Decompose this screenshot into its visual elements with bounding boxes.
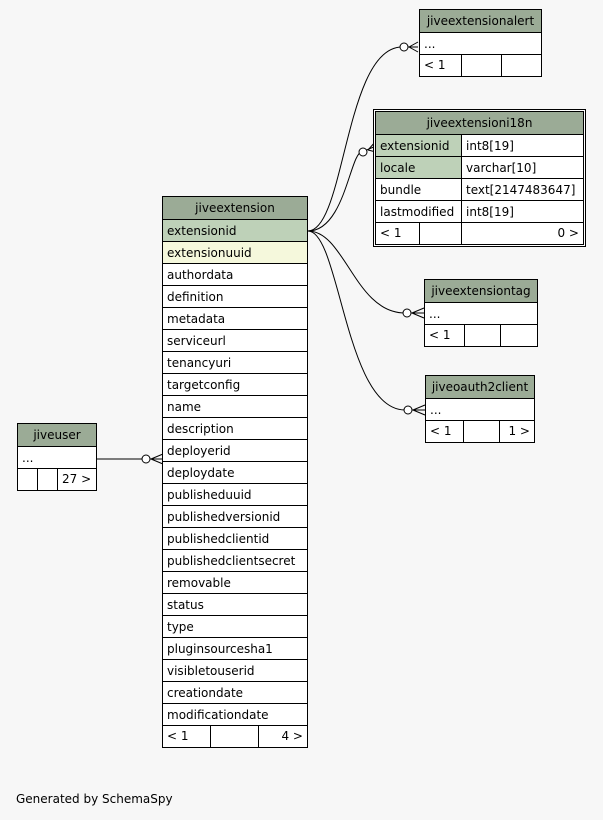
- table-row: status: [163, 594, 307, 616]
- table-jiveextensionalert[interactable]: jiveextensionalert ... < 1: [419, 9, 542, 77]
- column-name: bundle: [376, 179, 462, 200]
- table-row: removable: [163, 572, 307, 594]
- table-row: publishedclientid: [163, 528, 307, 550]
- footer-columns: [211, 726, 259, 747]
- table-row: publishedversionid: [163, 506, 307, 528]
- table-row: authordata: [163, 264, 307, 286]
- footer-columns: [465, 325, 501, 346]
- footer-parents: < 1: [426, 421, 464, 442]
- footer-columns: [464, 421, 500, 442]
- column-name: extensionid: [376, 135, 462, 156]
- table-row: bundle text[2147483647]: [376, 179, 583, 201]
- table-title: jiveextensiontag: [425, 280, 537, 303]
- footer-parents: < 1: [376, 223, 420, 244]
- table-row: ...: [425, 303, 537, 325]
- crowfoot-alert-circle: [399, 42, 409, 52]
- table-row: metadata: [163, 308, 307, 330]
- crowfoot-alert: [408, 41, 419, 53]
- table-row: targetconfig: [163, 374, 307, 396]
- table-row: type: [163, 616, 307, 638]
- table-row: ...: [426, 399, 534, 421]
- table-footer: < 1: [425, 325, 537, 346]
- table-jiveuser[interactable]: jiveuser ... 27 >: [17, 423, 97, 491]
- rel-extensionalert: [307, 46, 418, 232]
- table-footer: < 1: [420, 55, 541, 76]
- footer-parents: < 1: [163, 726, 211, 747]
- table-row: lastmodified int8[19]: [376, 201, 583, 223]
- crowfoot-oauth-circle: [403, 405, 413, 415]
- crowfoot-tag-circle: [402, 308, 412, 318]
- table-title: jiveextensioni18n: [376, 112, 583, 135]
- table-row: deployerid: [163, 440, 307, 462]
- footer-children: 27 >: [62, 472, 92, 486]
- footer-parents: [18, 469, 38, 490]
- table-row: extensionuuid: [163, 242, 307, 264]
- column-name: locale: [376, 157, 462, 178]
- footer-children: 1 >: [508, 424, 530, 438]
- table-row: deploydate: [163, 462, 307, 484]
- crowfoot-oauth: [412, 404, 426, 416]
- table-row: serviceurl: [163, 330, 307, 352]
- table-row: extensionid int8[19]: [376, 135, 583, 157]
- table-title: jiveextension: [163, 197, 307, 220]
- column-type: varchar[10]: [466, 161, 537, 175]
- table-footer: 27 >: [18, 469, 96, 490]
- table-title: jiveoauth2client: [426, 376, 534, 399]
- table-title: jiveextensionalert: [420, 10, 541, 33]
- footer-columns: [420, 223, 462, 244]
- table-row: definition: [163, 286, 307, 308]
- table-row: description: [163, 418, 307, 440]
- footer-children: 4 >: [281, 729, 303, 743]
- table-row: publishedclientsecret: [163, 550, 307, 572]
- footer-parents: < 1: [425, 325, 465, 346]
- table-row: extensionid: [163, 220, 307, 242]
- table-jiveextensiontag[interactable]: jiveextensiontag ... < 1: [424, 279, 538, 347]
- table-row: publisheduuid: [163, 484, 307, 506]
- column-type: int8[19]: [466, 205, 514, 219]
- footer-children: [501, 325, 537, 346]
- footer-columns: [462, 55, 502, 76]
- rel-extensiontag: [307, 230, 424, 314]
- column-name: lastmodified: [376, 201, 462, 222]
- table-jiveoauth2client[interactable]: jiveoauth2client ... < 1 1 >: [425, 375, 535, 443]
- table-row: ...: [18, 447, 96, 469]
- table-row: ...: [420, 33, 541, 55]
- caption: Generated by SchemaSpy: [16, 792, 173, 806]
- crowfoot-tag: [411, 307, 425, 319]
- table-row: creationdate: [163, 682, 307, 704]
- table-row: visibletouserid: [163, 660, 307, 682]
- table-row: pluginsourcesha1: [163, 638, 307, 660]
- crowfoot-user: [150, 453, 164, 465]
- table-footer: < 1 0 >: [376, 223, 583, 244]
- footer-columns: [38, 469, 58, 490]
- column-type: text[2147483647]: [466, 183, 576, 197]
- rel-extensioni18n: [307, 145, 377, 232]
- table-footer: < 1 1 >: [426, 421, 534, 442]
- table-row: name: [163, 396, 307, 418]
- crowfoot-i18n-circle: [358, 147, 368, 157]
- table-row: modificationdate: [163, 704, 307, 726]
- crowfoot-user-circle: [141, 454, 151, 464]
- footer-parents: < 1: [420, 55, 462, 76]
- column-type: int8[19]: [466, 139, 514, 153]
- table-title: jiveuser: [18, 424, 96, 447]
- table-footer: < 1 4 >: [163, 726, 307, 747]
- table-row: locale varchar[10]: [376, 157, 583, 179]
- table-jiveextensioni18n[interactable]: jiveextensioni18n extensionid int8[19] l…: [373, 109, 586, 247]
- footer-children: [502, 55, 541, 76]
- table-row: tenancyuri: [163, 352, 307, 374]
- footer-children: 0 >: [557, 226, 579, 240]
- rel-oauth2client: [307, 230, 425, 411]
